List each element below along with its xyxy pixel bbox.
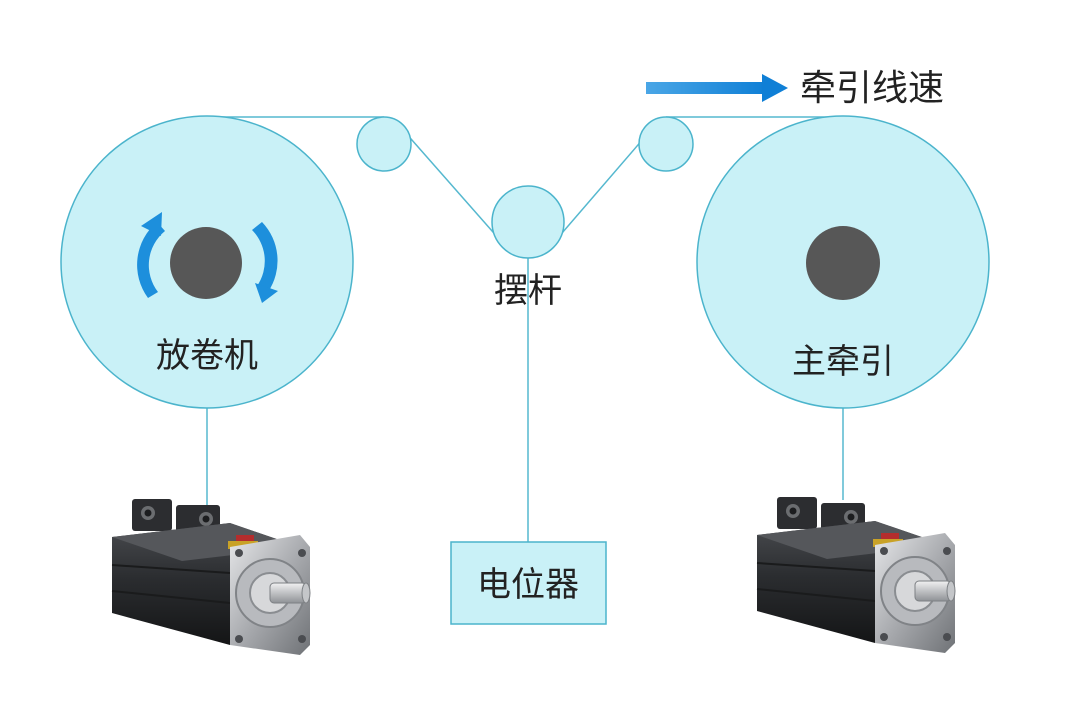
servo-motor-icon	[756, 496, 956, 654]
traction-hub	[806, 226, 880, 300]
unwinder-roll: 放卷机	[60, 115, 354, 409]
strip-path	[207, 116, 843, 241]
arrow-right-icon	[646, 74, 788, 102]
guide-roller-left	[356, 116, 412, 172]
unwinder-label: 放卷机	[156, 336, 258, 376]
unwinder-hub	[170, 227, 242, 299]
potentiometer-label: 电位器	[477, 565, 579, 605]
dancer-roller: 摆杆	[491, 185, 565, 311]
connector-lines	[206, 252, 844, 542]
rotation-arrows-icon	[137, 212, 278, 303]
potentiometer-box: 电位器	[450, 541, 607, 625]
servo-motor-icon	[111, 498, 311, 656]
dancer-label: 摆杆	[494, 271, 562, 311]
traction-speed-label: 牵引线速	[800, 68, 944, 109]
main-traction-label: 主牵引	[792, 342, 894, 382]
guide-roller-right	[638, 116, 694, 172]
main-traction-roll: 主牵引	[696, 115, 990, 409]
traction-speed: 牵引线速	[646, 68, 944, 109]
